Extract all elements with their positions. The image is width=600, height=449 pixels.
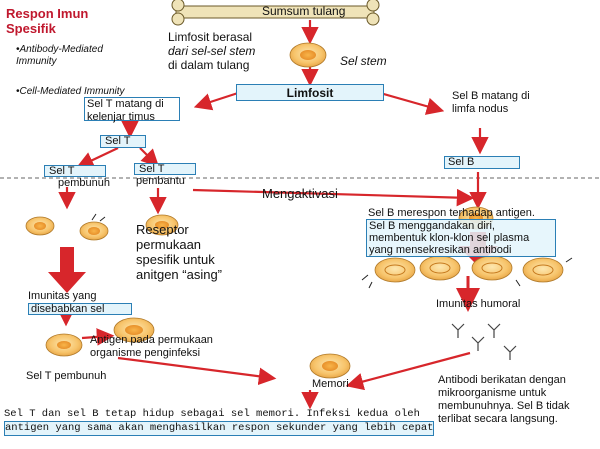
stem-cell	[289, 42, 327, 68]
footer-line-2: antigen yang sama akan menghasilkan resp…	[4, 421, 435, 436]
sel-b-matang: Sel B matang di limfa nodus	[452, 90, 530, 116]
sel-t-pembantu: Sel T pembantu	[134, 163, 196, 188]
page-title: Respon Imun Spesifik	[6, 6, 88, 36]
sel-stem-label: Sel stem	[340, 54, 387, 68]
mengaktivasi-label: Mengaktivasi	[262, 186, 338, 201]
t-cell-2	[79, 213, 109, 241]
sel-t-pembantu-1: Sel T	[134, 163, 196, 175]
antibody-icons	[451, 323, 517, 360]
reseptor-2: permukaan	[136, 237, 202, 252]
plasma-cells	[361, 255, 573, 289]
reseptor-text: Reseptor permukaan spesifik untuk anitge…	[136, 222, 222, 282]
arrows	[57, 20, 489, 410]
limfosit-desc: Limfosit berasal dari sel-sel stem di da…	[168, 30, 255, 72]
bone-label: Sumsum tulang	[262, 4, 346, 18]
big-arrow-left	[48, 247, 86, 293]
bone-icon	[171, 0, 380, 26]
sel-t-pembunuh-2: pembunuh	[58, 177, 110, 189]
sel-b-menggandakan-box: Sel B menggandakan diri, membentuk klon-…	[366, 219, 556, 257]
antigen-permukaan-2: organisme penginfeksi	[90, 347, 201, 359]
memory-cell	[309, 353, 351, 379]
antibodi-desc-4: terlibat secara langsung.	[438, 413, 558, 425]
antigen-permukaan-1: Antigen pada permukaan	[90, 334, 213, 346]
sel-b-box: Sel B	[444, 156, 520, 169]
antibodi-desc-3: membunuhnya. Sel B tidak	[438, 400, 570, 412]
sel-t-pembunuh-bottom: Sel T pembunuh	[26, 370, 107, 382]
t-cell-1	[25, 216, 55, 236]
antigen-permukaan: Antigen pada permukaan organisme penginf…	[90, 334, 213, 360]
footer-text: Sel T dan sel B tetap hidup sebagai sel …	[4, 408, 594, 436]
killer-t-cell-bottom	[45, 333, 83, 357]
antibodi-desc-2: mikroorganisme untuk	[438, 387, 547, 399]
sel-t-box: Sel T	[100, 135, 146, 148]
title-line-2: Spesifik	[6, 21, 56, 36]
sel-b-menggandakan-3: yang mensekresikan antibodi	[369, 244, 512, 256]
sel-b-menggandakan-2: membentuk klon-klon sel plasma	[369, 232, 530, 244]
imunitas-humoral: Imunitas humoral	[436, 298, 521, 310]
bullet-cell: •Cell-Mediated Immunity	[16, 86, 125, 97]
sel-b-menggandakan-1: Sel B menggandakan diri,	[369, 220, 495, 232]
limfosit-box: Limfosit	[236, 84, 384, 101]
sel-t-matang-box: Sel T matang di kelenjar timus	[84, 97, 180, 123]
sel-b-matang-1: Sel B matang di	[452, 90, 530, 102]
antibodi-desc: Antibodi berikatan dengan mikroorganisme…	[438, 374, 569, 426]
bullet-antibody: •Antibody-Mediated Immunity	[16, 44, 103, 67]
imunitas-sel-2: disebabkan sel	[28, 303, 132, 315]
helper-t-cell	[145, 214, 179, 236]
sel-b-merespon: Sel B merespon terhadap antigen.	[368, 207, 535, 219]
infected-cell	[113, 317, 155, 343]
sel-b-matang-2: limfa nodus	[452, 103, 509, 115]
sel-t-matang-1: Sel T matang di	[87, 98, 164, 110]
imunitas-sel-1: Imunitas yang	[28, 290, 97, 302]
sel-t-pembantu-2: pembantu	[136, 175, 185, 187]
sel-t-pembunuh: Sel T pembunuh	[44, 165, 110, 190]
imunitas-sel: Imunitas yang disebabkan sel	[28, 290, 132, 315]
limfosit-desc-1: Limfosit berasal	[168, 30, 253, 44]
title-line-1: Respon Imun	[6, 6, 89, 21]
limfosit-desc-2: dari sel-sel stem	[168, 44, 256, 58]
footer-line-1: Sel T dan sel B tetap hidup sebagai sel …	[4, 408, 420, 420]
reseptor-1: Reseptor	[136, 222, 189, 237]
bullet-antibody-text: Antibody-Mediated Immunity	[16, 44, 103, 67]
sel-t-matang-2: kelenjar timus	[87, 111, 155, 123]
memori-label: Memori	[312, 378, 349, 390]
reseptor-4: anitgen “asing”	[136, 267, 222, 282]
sel-t-pembunuh-1: Sel T	[44, 165, 106, 177]
reseptor-3: spesifik untuk	[136, 252, 215, 267]
bullet-cell-text: Cell-Mediated Immunity	[19, 86, 125, 97]
limfosit-desc-3: di dalam tulang	[168, 58, 250, 72]
antibodi-desc-1: Antibodi berikatan dengan	[438, 374, 566, 386]
